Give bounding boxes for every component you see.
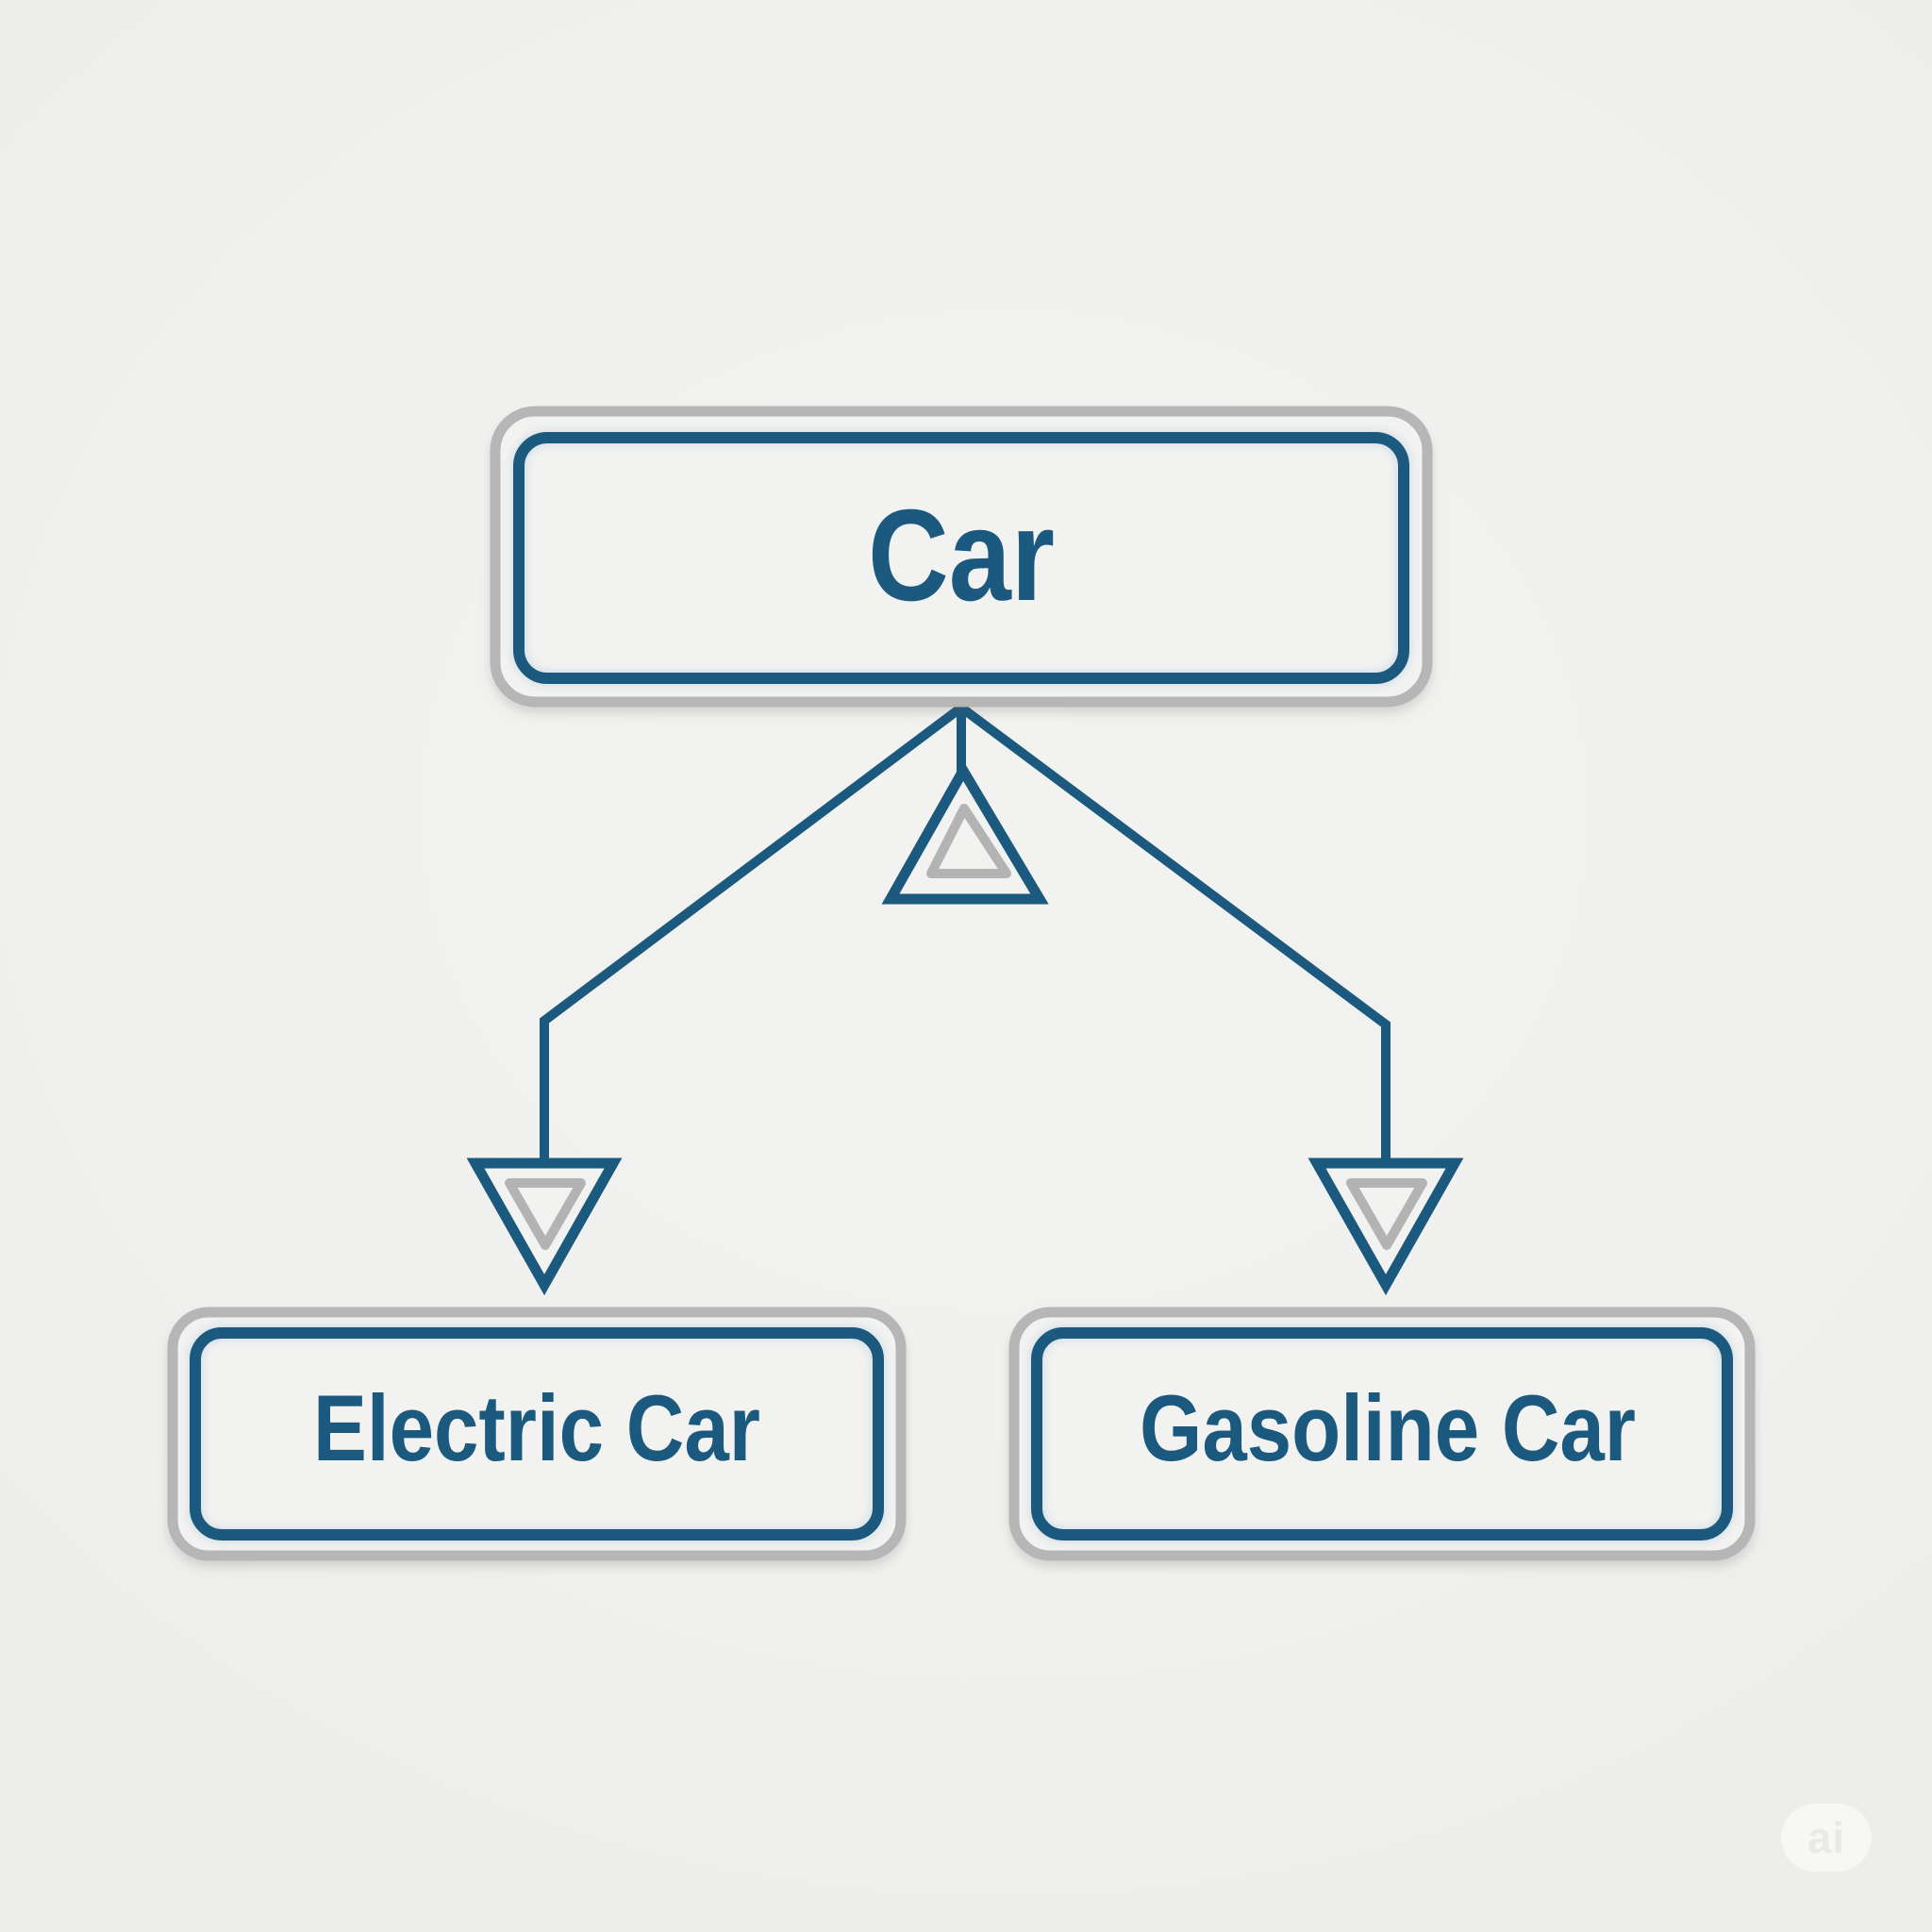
node-gasoline-car-border bbox=[1031, 1327, 1733, 1541]
node-car: Car bbox=[490, 406, 1433, 708]
down-arrowhead-right-inner-icon bbox=[1346, 1178, 1427, 1250]
node-electric-car-outer-border bbox=[167, 1307, 907, 1561]
node-car-border bbox=[513, 432, 1409, 684]
generalization-connector bbox=[881, 708, 1049, 905]
generalization-triangle-icon bbox=[881, 760, 1049, 905]
ai-watermark-badge: ai bbox=[1781, 1804, 1872, 1872]
edge-car-to-electric-car bbox=[466, 704, 965, 1296]
edge-line-left bbox=[540, 704, 965, 1163]
generalization-triangle-inner-icon bbox=[926, 804, 1011, 878]
down-arrowhead-left-inner-icon bbox=[505, 1178, 586, 1250]
node-car-label: Car bbox=[868, 483, 1055, 628]
node-gasoline-car: Gasoline Car bbox=[1008, 1307, 1756, 1561]
node-electric-car-border bbox=[190, 1327, 884, 1541]
node-electric-car: Electric Car bbox=[167, 1307, 907, 1561]
ai-watermark-label: ai bbox=[1807, 1813, 1846, 1862]
node-car-outer-border bbox=[490, 406, 1433, 708]
node-gasoline-car-outer-border bbox=[1008, 1307, 1756, 1561]
edge-line-right bbox=[958, 703, 1391, 1163]
edge-car-to-gasoline-car bbox=[958, 703, 1464, 1296]
node-electric-car-label: Electric Car bbox=[313, 1375, 760, 1480]
node-gasoline-car-label: Gasoline Car bbox=[1140, 1375, 1636, 1480]
